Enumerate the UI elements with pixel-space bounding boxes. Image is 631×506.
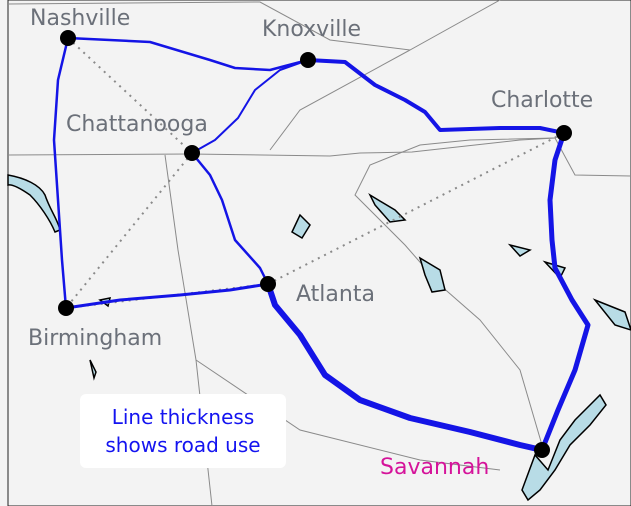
chattanooga-marker: [184, 145, 200, 161]
legend-line-1: Line thickness: [111, 405, 255, 429]
route-atlanta-savannah: [265, 281, 545, 453]
route-charlotte-savannah: [539, 130, 591, 453]
routes: [52, 36, 591, 453]
route-birmingham-atlanta: [64, 282, 270, 310]
city-labels: Nashville Knoxville Charlotte Chattanoog…: [28, 6, 593, 480]
legend-line-2: shows road use: [105, 433, 261, 457]
charlotte-marker: [556, 125, 572, 141]
route-nashville-knoxville: [66, 36, 310, 72]
label-charlotte: Charlotte: [491, 88, 593, 113]
route-knoxville-chattanooga: [191, 59, 309, 154]
label-knoxville: Knoxville: [262, 17, 361, 42]
knoxville-marker: [300, 52, 316, 68]
savannah-marker: [534, 442, 550, 458]
water-features: [7, 174, 631, 502]
route-chattanooga-atlanta: [190, 151, 270, 286]
label-nashville: Nashville: [30, 6, 130, 31]
city-markers: [58, 30, 572, 458]
route-knoxville-charlotte: [306, 58, 566, 135]
atlanta-marker: [260, 276, 276, 292]
label-chattanooga: Chattanooga: [66, 112, 208, 137]
birmingham-marker: [58, 300, 74, 316]
label-birmingham: Birmingham: [28, 326, 162, 351]
legend-box: Line thickness shows road use: [80, 394, 286, 468]
label-atlanta: Atlanta: [296, 282, 375, 307]
nashville-marker: [60, 30, 76, 46]
route-nashville-birmingham: [52, 36, 70, 310]
label-savannah: Savannah: [380, 455, 489, 480]
